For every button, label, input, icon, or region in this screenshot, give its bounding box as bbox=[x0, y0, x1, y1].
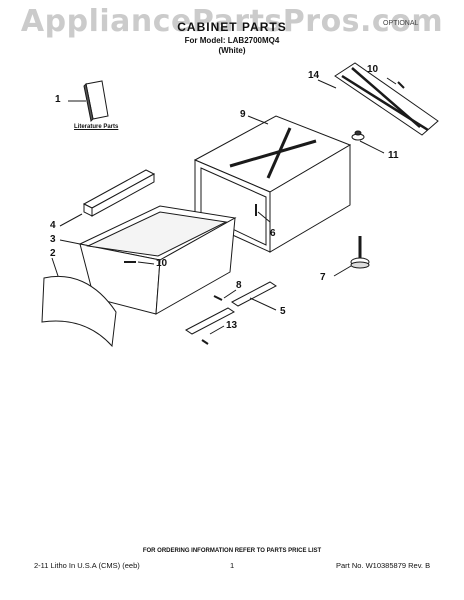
back-panel-part bbox=[317, 62, 439, 136]
drawer-tub-part bbox=[59, 205, 237, 315]
callout-4: 4 bbox=[50, 220, 56, 231]
screw-part-8 bbox=[213, 289, 237, 301]
callout-13: 13 bbox=[226, 320, 238, 331]
optional-note: OPTIONAL bbox=[383, 20, 419, 27]
callout-10-drawer: 10 bbox=[156, 258, 168, 269]
callout-9: 9 bbox=[240, 109, 246, 120]
cabinet-box-part bbox=[193, 115, 352, 253]
screw-part-drawer bbox=[124, 261, 155, 265]
slide-rail-part-rear bbox=[231, 281, 277, 311]
footer-part-number: Part No. W10385879 Rev. B bbox=[336, 561, 431, 570]
screw-part-top bbox=[386, 77, 405, 89]
callout-14: 14 bbox=[308, 70, 320, 81]
color-label: (White) bbox=[218, 46, 246, 55]
callout-8: 8 bbox=[236, 280, 242, 291]
literature-booklet-part bbox=[68, 80, 109, 123]
drawer-vent-part bbox=[59, 169, 156, 227]
callout-5: 5 bbox=[280, 306, 286, 317]
callout-2: 2 bbox=[50, 248, 56, 259]
watermark: AppliancePartsPros.com bbox=[20, 4, 444, 39]
footer-litho: 2-11 Litho In U.S.A (CMS) (eeb) bbox=[34, 561, 140, 570]
callout-6: 6 bbox=[270, 228, 276, 239]
callout-11: 11 bbox=[388, 150, 399, 161]
callout-7: 7 bbox=[320, 272, 326, 283]
ordering-note: FOR ORDERING INFORMATION REFER TO PARTS … bbox=[142, 548, 322, 554]
literature-parts-label: Literature Parts bbox=[74, 124, 119, 130]
footer-page-number: 1 bbox=[230, 561, 235, 570]
page-title: CABINET PARTS bbox=[177, 20, 287, 34]
model-label: For Model: LAB2700MQ4 bbox=[184, 36, 280, 45]
drawer-front-part bbox=[41, 257, 117, 348]
callout-3: 3 bbox=[50, 234, 56, 245]
pin-part bbox=[255, 204, 271, 223]
leveling-leg-part bbox=[333, 236, 370, 277]
slide-rail-part-front bbox=[185, 307, 235, 345]
foot-cap-part bbox=[351, 130, 385, 154]
callout-1: 1 bbox=[55, 94, 61, 105]
callout-10-top: 10 bbox=[367, 64, 379, 75]
